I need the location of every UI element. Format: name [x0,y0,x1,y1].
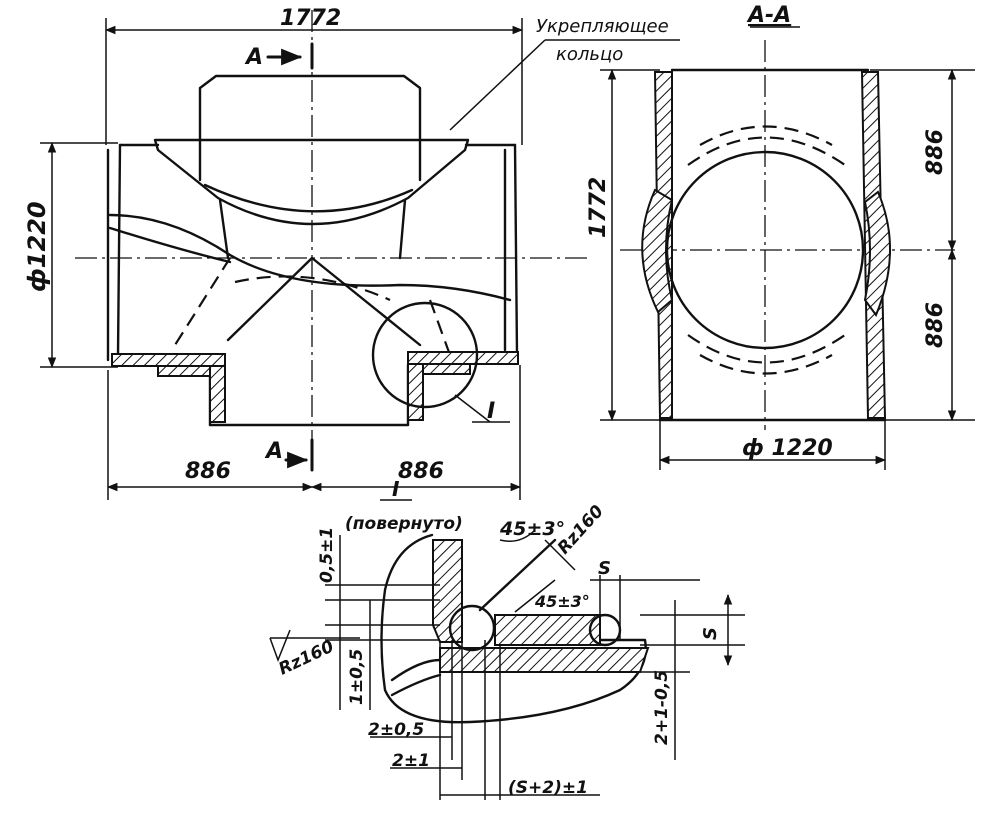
detail-branch-wall [432,539,463,643]
gap-top: 0,5±1 [317,527,337,583]
detail-run-wall [439,647,650,673]
section-lower-label: 886 [923,302,948,348]
section-title: A-A [746,3,791,28]
branch-wall-left [209,365,226,423]
width-label: 1772 [280,6,341,31]
ring-note-line1: Укрепляющее [536,16,669,37]
run-wall-section-left [111,353,226,367]
detail-callout: I [487,399,495,424]
ring-note-line2: кольцо [556,44,623,65]
section-ring-left [641,188,674,314]
tolerance-bottom-1: 2±0,5 [368,720,424,740]
top-branch-outline [198,74,422,182]
run-wall-section-right [407,351,519,365]
section-upper-label: 886 [923,129,948,175]
tolerance-bottom-2: 2±1 [392,751,430,771]
section-view: A-A 1772 886 886 ф 1220 [586,3,975,470]
detail-title: I [392,477,400,501]
left-half-label: 886 [185,459,231,484]
right-half-label: 886 [398,459,444,484]
tolerance-right: 2+1-0,5 [652,670,672,745]
section-marker-top: A [244,45,263,70]
section-height-label: 1772 [586,177,611,238]
section-diameter-label: ф 1220 [742,436,833,461]
main-view: 1772 A ф1220 [23,6,680,500]
section-marker-bottom: A [264,439,283,464]
thickness-s-side: S [700,627,721,640]
detail-boundary [380,533,647,724]
detail-circle [371,301,479,409]
bevel-angle-outer: 45±3° [499,518,565,540]
break-line [108,213,512,302]
tolerance-bottom-3: (S+2)±1 [508,778,588,798]
thickness-s-top: S [598,558,611,579]
detail-reinforcing-plate [494,614,601,646]
branch-opening-circle [665,150,865,350]
diameter-label: ф1220 [23,201,51,292]
reinforcing-ring [153,138,470,226]
tolerance-left: 1±0,5 [347,649,367,705]
bevel-angle-inner: 45±3° [534,592,590,611]
branch-wall-right [407,363,424,421]
detail-view: I (повернуто) 45±3° 45±3° Rz160 S [269,477,745,800]
rotated-note: (повернуто) [345,514,463,534]
section-ring-right [863,190,891,318]
bottom-branch-edges [226,256,422,347]
detail-weld-main [448,604,496,652]
